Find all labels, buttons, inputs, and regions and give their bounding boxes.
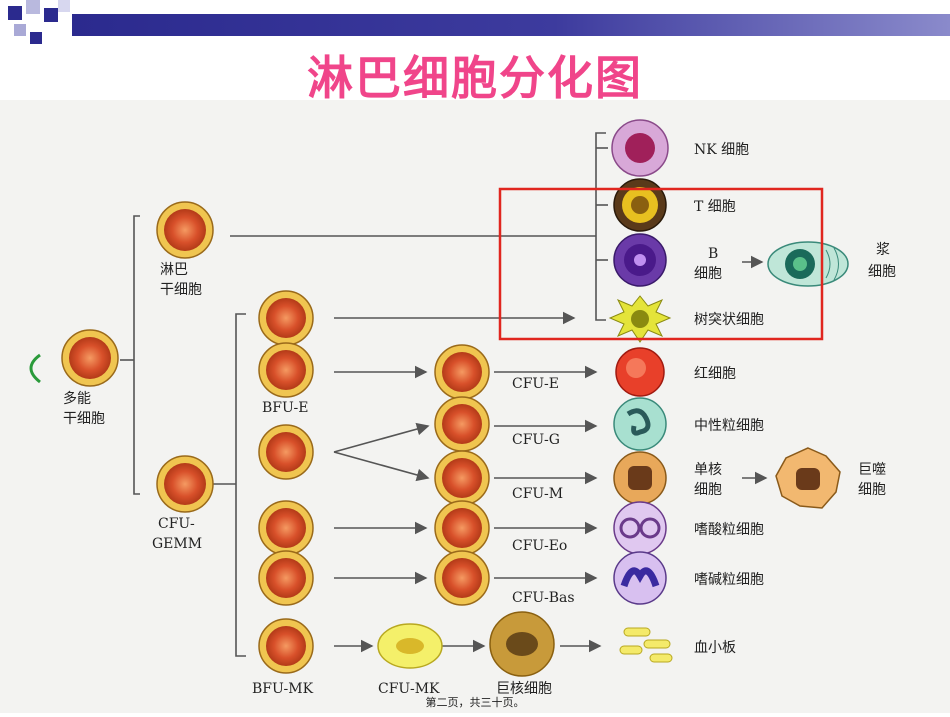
platelets-icon bbox=[619, 627, 673, 663]
label-lymphoid-line1: 淋巴 bbox=[160, 262, 188, 278]
cfu-mk-cell bbox=[377, 623, 443, 669]
deco-square bbox=[26, 0, 40, 14]
bracket-lymphoid bbox=[595, 132, 606, 321]
progenitor-cell bbox=[258, 500, 314, 556]
label-eosinophil: 嗜酸粒细胞 bbox=[694, 522, 764, 538]
plasma-cell-icon bbox=[767, 241, 849, 287]
label-macrophage-line2: 细胞 bbox=[858, 482, 886, 498]
label-erythrocyte: 红细胞 bbox=[694, 366, 736, 382]
stem-cells bbox=[61, 201, 490, 674]
neutrophil-icon bbox=[613, 397, 667, 451]
label-pluripotent-line2: 干细胞 bbox=[63, 411, 105, 427]
label-bfu-mk: BFU-MK bbox=[252, 681, 314, 697]
deco-square bbox=[44, 8, 58, 22]
bfu-mk-cell bbox=[258, 618, 314, 674]
label-nk-cell: NK 细胞 bbox=[694, 142, 749, 158]
dendritic-cell-icon bbox=[608, 295, 672, 343]
slide-header-decoration bbox=[0, 0, 950, 48]
cfu-m-cell bbox=[434, 450, 490, 506]
macrophage-icon bbox=[775, 447, 841, 509]
label-monocyte-line1: 单核 bbox=[694, 462, 722, 478]
pluripotent-stem-cell bbox=[61, 329, 119, 387]
label-neutrophil: 中性粒细胞 bbox=[694, 418, 764, 434]
slide-title: 淋巴细胞分化图 bbox=[307, 51, 643, 105]
differentiation-diagram: 多能 干细胞 淋巴 干细胞 CFU- GEMM BFU-E BFU-MK CFU… bbox=[0, 100, 950, 713]
header-band bbox=[72, 14, 950, 36]
cfu-e-cell bbox=[434, 344, 490, 400]
label-plasma-line1: 浆 bbox=[876, 242, 890, 258]
cfu-eo-cell bbox=[434, 500, 490, 556]
progenitor-cell bbox=[258, 424, 314, 480]
deco-square bbox=[14, 24, 26, 36]
cfu-g-cell bbox=[434, 396, 490, 452]
label-cfu-g: CFU-G bbox=[512, 432, 560, 448]
label-basophil: 嗜碱粒细胞 bbox=[694, 572, 764, 588]
page-footer: 第二页，共三十页。 bbox=[425, 696, 525, 709]
label-cfu-gemm-line2: GEMM bbox=[152, 536, 202, 552]
label-monocyte-line2: 细胞 bbox=[694, 482, 722, 498]
label-b-cell-line2: 细胞 bbox=[694, 266, 722, 282]
bracket-pluripotent bbox=[133, 215, 140, 495]
progenitor-cell bbox=[258, 290, 314, 346]
progenitor-cell bbox=[258, 550, 314, 606]
label-cfu-mk: CFU-MK bbox=[378, 681, 440, 697]
label-macrophage-line1: 巨噬 bbox=[858, 462, 886, 478]
diagram-labels: 多能 干细胞 淋巴 干细胞 CFU- GEMM BFU-E BFU-MK CFU… bbox=[63, 142, 896, 697]
megakaryocyte-cell bbox=[489, 611, 555, 677]
lymphoid-stem-cell bbox=[156, 201, 214, 259]
basophil-icon bbox=[613, 551, 667, 605]
label-cfu-m: CFU-M bbox=[512, 486, 563, 502]
bfu-e-cell bbox=[258, 342, 314, 398]
label-bfu-e: BFU-E bbox=[262, 400, 309, 416]
nk-cell-icon bbox=[611, 119, 669, 177]
label-platelet: 血小板 bbox=[694, 640, 736, 656]
label-pluripotent-line1: 多能 bbox=[63, 390, 91, 407]
eosinophil-icon bbox=[613, 501, 667, 555]
cfu-gemm-cell bbox=[156, 455, 214, 513]
monocyte-icon bbox=[613, 451, 667, 505]
label-cfu-gemm-line1: CFU- bbox=[158, 516, 195, 532]
label-t-cell: T 细胞 bbox=[694, 199, 736, 215]
deco-square bbox=[30, 32, 42, 44]
t-cell-icon bbox=[613, 178, 667, 232]
cfu-bas-cell bbox=[434, 550, 490, 606]
erythrocyte-icon bbox=[615, 347, 665, 397]
self-renewal-arrow-icon bbox=[29, 353, 41, 384]
connector-lines bbox=[120, 132, 768, 657]
label-dendritic: 树突状细胞 bbox=[694, 312, 764, 328]
label-lymphoid-line2: 干细胞 bbox=[160, 282, 202, 298]
label-cfu-bas: CFU-Bas bbox=[512, 590, 575, 606]
bracket-cfu-gemm bbox=[235, 313, 246, 657]
label-megakaryocyte: 巨核细胞 bbox=[496, 681, 552, 697]
label-cfu-e: CFU-E bbox=[512, 376, 559, 392]
deco-square bbox=[58, 0, 70, 12]
b-cell-icon bbox=[613, 233, 667, 287]
label-b-cell-line1: B bbox=[708, 246, 718, 262]
highlight-box bbox=[498, 187, 824, 341]
label-plasma-line2: 细胞 bbox=[868, 264, 896, 280]
label-cfu-eo: CFU-Eo bbox=[512, 538, 567, 554]
deco-square bbox=[8, 6, 22, 20]
